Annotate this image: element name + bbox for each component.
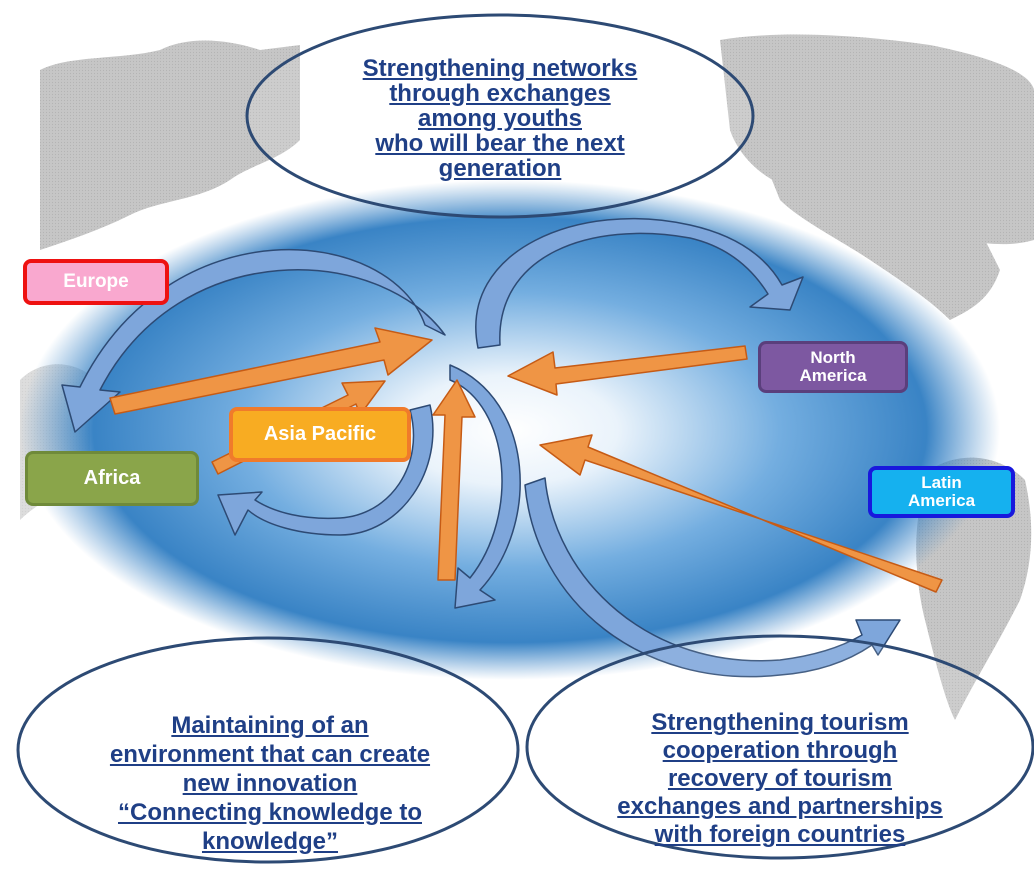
oval-bottom-right-line1: Strengthening tourism [651,709,909,736]
region-north-america-line2: America [799,366,867,385]
region-north-america: North America [758,341,908,393]
blue-arrow-to-asia [217,404,434,536]
oval-top-line5: generation [438,154,562,182]
oval-bottom-left-line1: Maintaining of an [171,711,369,739]
oval-bottom-right [525,634,1034,860]
orange-arrow-from-south [432,379,476,581]
map-landmass-northeast [760,146,1000,320]
orange-arrow-from-latin-america [539,434,943,593]
region-latin-america-line1: Latin [921,473,962,493]
oval-bottom-left [16,636,520,864]
blue-arrow-down-center [449,364,521,609]
map-landmass-eurasia [40,40,300,250]
region-north-america-line1: North [810,348,856,368]
oval-top-line3: among youths [417,104,582,132]
oval-bottom-right-line2: cooperation through [662,737,898,764]
oval-top-line1: Strengthening networks [362,54,638,82]
oval-top-text: Strengthening networks through exchanges… [290,38,710,198]
oval-bottom-left-line3: new innovation [182,769,358,797]
oval-top-line4: who will bear the next [375,129,625,157]
blue-arrow-to-latin-america [524,477,901,678]
oval-bottom-left-line2: environment that can create [109,740,431,768]
region-asia-pacific-label: Asia Pacific [263,423,377,445]
orange-arrow-from-europe [109,327,433,415]
oval-bottom-right-line4: exchanges and partnerships [617,793,943,820]
region-asia-pacific: Asia Pacific [229,407,411,462]
oval-bottom-left-line4: “Connecting knowledge to [118,798,422,826]
oval-bottom-right-line5: with foreign countries [654,821,906,848]
region-europe-label: Europe [63,271,129,293]
oval-bottom-left-text: Maintaining of an environment that can c… [40,702,500,864]
region-latin-america-line2: America [907,491,976,510]
region-latin-america: Latin America [868,466,1015,518]
oval-bottom-right-text: Strengthening tourism cooperation throug… [540,700,1020,858]
map-landmass-america [720,34,1034,245]
oval-top [245,13,755,219]
region-africa-label: Africa [83,467,141,489]
region-africa: Africa [25,451,199,506]
blue-arrow-to-north-america [475,217,804,349]
region-europe: Europe [23,259,169,305]
oval-top-line2: through exchanges [389,79,611,107]
oval-bottom-right-line3: recovery of tourism [667,765,893,792]
oval-bottom-left-line5: knowledge” [201,827,339,855]
orange-arrow-from-north-america [507,345,748,396]
